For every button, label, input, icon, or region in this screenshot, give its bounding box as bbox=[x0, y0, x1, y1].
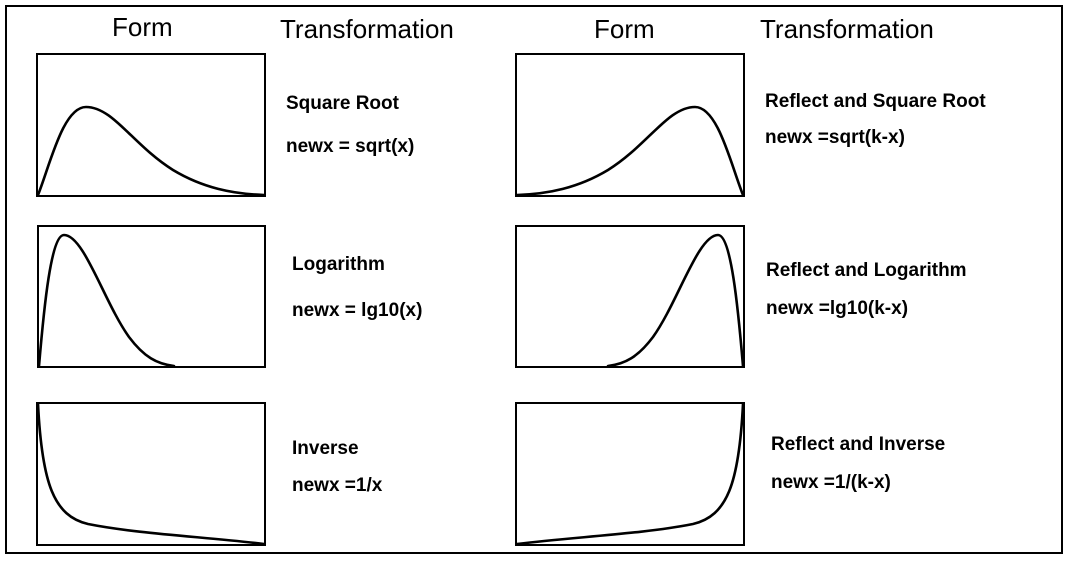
transformation-formula-reflect-square-root: newx =sqrt(k-x) bbox=[765, 127, 905, 148]
transformation-name-inverse: Inverse bbox=[292, 438, 359, 459]
form-panel-substantial-positive-skew bbox=[37, 225, 266, 368]
header-form-left: Form bbox=[112, 12, 173, 42]
severe-positive-skew-curve bbox=[36, 402, 266, 546]
transformation-formula-reflect-logarithm: newx =lg10(k-x) bbox=[766, 298, 909, 319]
substantial-negative-skew-curve bbox=[606, 233, 745, 368]
form-panel-moderate-negative-skew bbox=[515, 53, 745, 197]
transformation-formula-logarithm: newx = lg10(x) bbox=[292, 300, 423, 321]
transformation-formula-inverse: newx =1/x bbox=[292, 475, 383, 496]
form-panel-severe-positive-skew bbox=[36, 402, 266, 546]
moderate-positive-skew-curve bbox=[36, 105, 266, 197]
figure-frame bbox=[5, 5, 1063, 554]
header-transformation-right: Transformation bbox=[760, 14, 934, 44]
transformation-name-square-root: Square Root bbox=[286, 93, 399, 114]
transformation-name-reflect-inverse: Reflect and Inverse bbox=[771, 434, 946, 455]
transformation-name-logarithm: Logarithm bbox=[292, 254, 385, 275]
severe-negative-skew-curve bbox=[515, 402, 745, 546]
header-form-right: Form bbox=[594, 14, 655, 44]
form-panel-moderate-positive-skew bbox=[36, 53, 266, 197]
transformation-name-reflect-square-root: Reflect and Square Root bbox=[765, 91, 986, 112]
transformation-formula-reflect-inverse: newx =1/(k-x) bbox=[771, 472, 891, 493]
transformation-formula-square-root: newx = sqrt(x) bbox=[286, 136, 415, 157]
moderate-negative-skew-curve bbox=[515, 105, 745, 197]
form-panel-substantial-negative-skew bbox=[515, 225, 745, 368]
header-transformation-left: Transformation bbox=[280, 14, 454, 44]
transformation-name-reflect-logarithm: Reflect and Logarithm bbox=[766, 260, 967, 281]
form-panel-severe-negative-skew bbox=[515, 402, 745, 546]
substantial-positive-skew-curve bbox=[37, 233, 176, 368]
